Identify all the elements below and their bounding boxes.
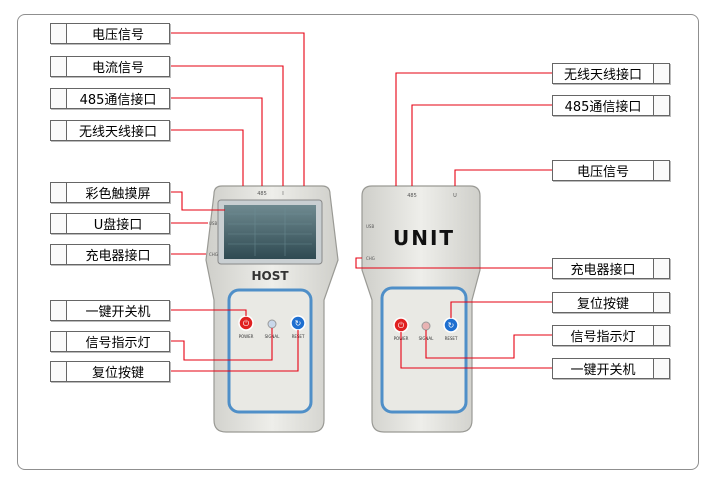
leader-right-voltage — [454, 169, 552, 186]
callout-left-usb: U盘接口 — [50, 213, 170, 234]
callout-left-antenna-label: 无线天线接口 — [78, 125, 157, 140]
host-port-485-label: 485 — [257, 191, 267, 197]
host-power-icon: ⏻ — [243, 319, 250, 328]
unit-port-voltage-label: U — [453, 193, 457, 199]
callout-right-voltage: 电压信号 — [552, 160, 670, 181]
leader-left-antenna — [170, 129, 244, 186]
callout-left-current: 电流信号 — [50, 56, 170, 77]
leader-left-power — [170, 309, 247, 316]
host-power-label: POWER — [239, 334, 254, 339]
leader-left-voltage — [170, 32, 305, 186]
host-button-panel — [227, 288, 313, 414]
host-signal-indicator — [267, 319, 277, 329]
callout-left-reset-label: 复位按键 — [91, 366, 144, 381]
callout-left-indicator-label: 信号指示灯 — [85, 336, 151, 351]
leader-right-485 — [411, 104, 552, 186]
callout-right-indicator: 信号指示灯 — [552, 325, 670, 346]
callout-left-485: 485通信接口 — [50, 88, 170, 109]
host-usb-side-label: USB — [209, 221, 217, 226]
leader-right-charger — [355, 257, 552, 269]
callout-left-indicator: 信号指示灯 — [50, 331, 170, 352]
host-port-voltage-label: I — [282, 191, 283, 197]
host-brand: HOST — [251, 269, 289, 283]
callout-left-touchscreen: 彩色触摸屏 — [50, 182, 170, 203]
leader-left-indicator — [170, 328, 273, 361]
callout-left-power: 一键开关机 — [50, 300, 170, 321]
leader-right-reset — [450, 301, 552, 318]
host-reset-icon: ↻ — [295, 319, 302, 328]
unit-port-485-label: 485 — [407, 193, 417, 199]
callout-right-power-label: 一键开关机 — [570, 363, 636, 378]
callout-right-charger: 充电器接口 — [552, 258, 670, 279]
callout-left-voltage: 电压信号 — [50, 23, 170, 44]
callout-right-power: 一键开关机 — [552, 358, 670, 379]
unit-reset-label: RESET — [445, 336, 458, 341]
unit-brand: UNIT — [393, 226, 455, 250]
callout-left-485-label: 485通信接口 — [79, 93, 157, 108]
callout-left-power-label: 一键开关机 — [85, 305, 151, 320]
unit-power-icon: ⏻ — [398, 321, 405, 330]
leader-right-power — [400, 332, 552, 369]
callout-right-485: 485通信接口 — [552, 95, 670, 116]
callout-left-charger-label: 充电器接口 — [85, 249, 151, 264]
unit-usb-side-label: USB — [366, 224, 374, 229]
callout-left-charger: 充电器接口 — [50, 244, 170, 265]
leader-left-485 — [170, 97, 263, 186]
leader-right-indicator — [425, 330, 552, 359]
leader-left-reset — [170, 330, 299, 372]
unit-signal-indicator — [421, 321, 431, 331]
unit-device: UNIT 485 U USB CHG ⏻ ↻ POWER SIGNAL RESE… — [361, 185, 481, 433]
callout-left-antenna: 无线天线接口 — [50, 120, 170, 141]
leader-left-current — [170, 65, 284, 186]
callout-left-reset: 复位按键 — [50, 361, 170, 382]
callout-left-usb-label: U盘接口 — [93, 218, 143, 233]
host-device: HOST 485 I USB CHG ⏻ ↻ POWER SIGNAL RESE… — [205, 185, 339, 433]
host-touchscreen — [224, 205, 316, 259]
unit-reset-icon: ↻ — [448, 321, 455, 330]
host-chg-side-label: CHG — [209, 252, 218, 257]
callout-right-voltage-label: 电压信号 — [576, 165, 629, 180]
callout-right-charger-label: 充电器接口 — [570, 263, 636, 278]
callout-left-voltage-label: 电压信号 — [91, 28, 144, 43]
callout-right-reset: 复位按键 — [552, 292, 670, 313]
callout-right-antenna-label: 无线天线接口 — [563, 68, 642, 83]
unit-chg-side-label: CHG — [366, 256, 375, 261]
unit-button-panel — [380, 286, 468, 414]
callout-right-485-label: 485通信接口 — [564, 100, 642, 115]
callout-left-current-label: 电流信号 — [91, 61, 144, 76]
leader-left-touchscreen — [170, 191, 225, 211]
leader-right-antenna — [395, 72, 552, 186]
callout-right-reset-label: 复位按键 — [576, 297, 629, 312]
callout-left-touchscreen-label: 彩色触摸屏 — [85, 187, 151, 202]
leader-lines — [170, 32, 552, 372]
callout-right-antenna: 无线天线接口 — [552, 63, 670, 84]
callout-right-indicator-label: 信号指示灯 — [570, 330, 636, 345]
